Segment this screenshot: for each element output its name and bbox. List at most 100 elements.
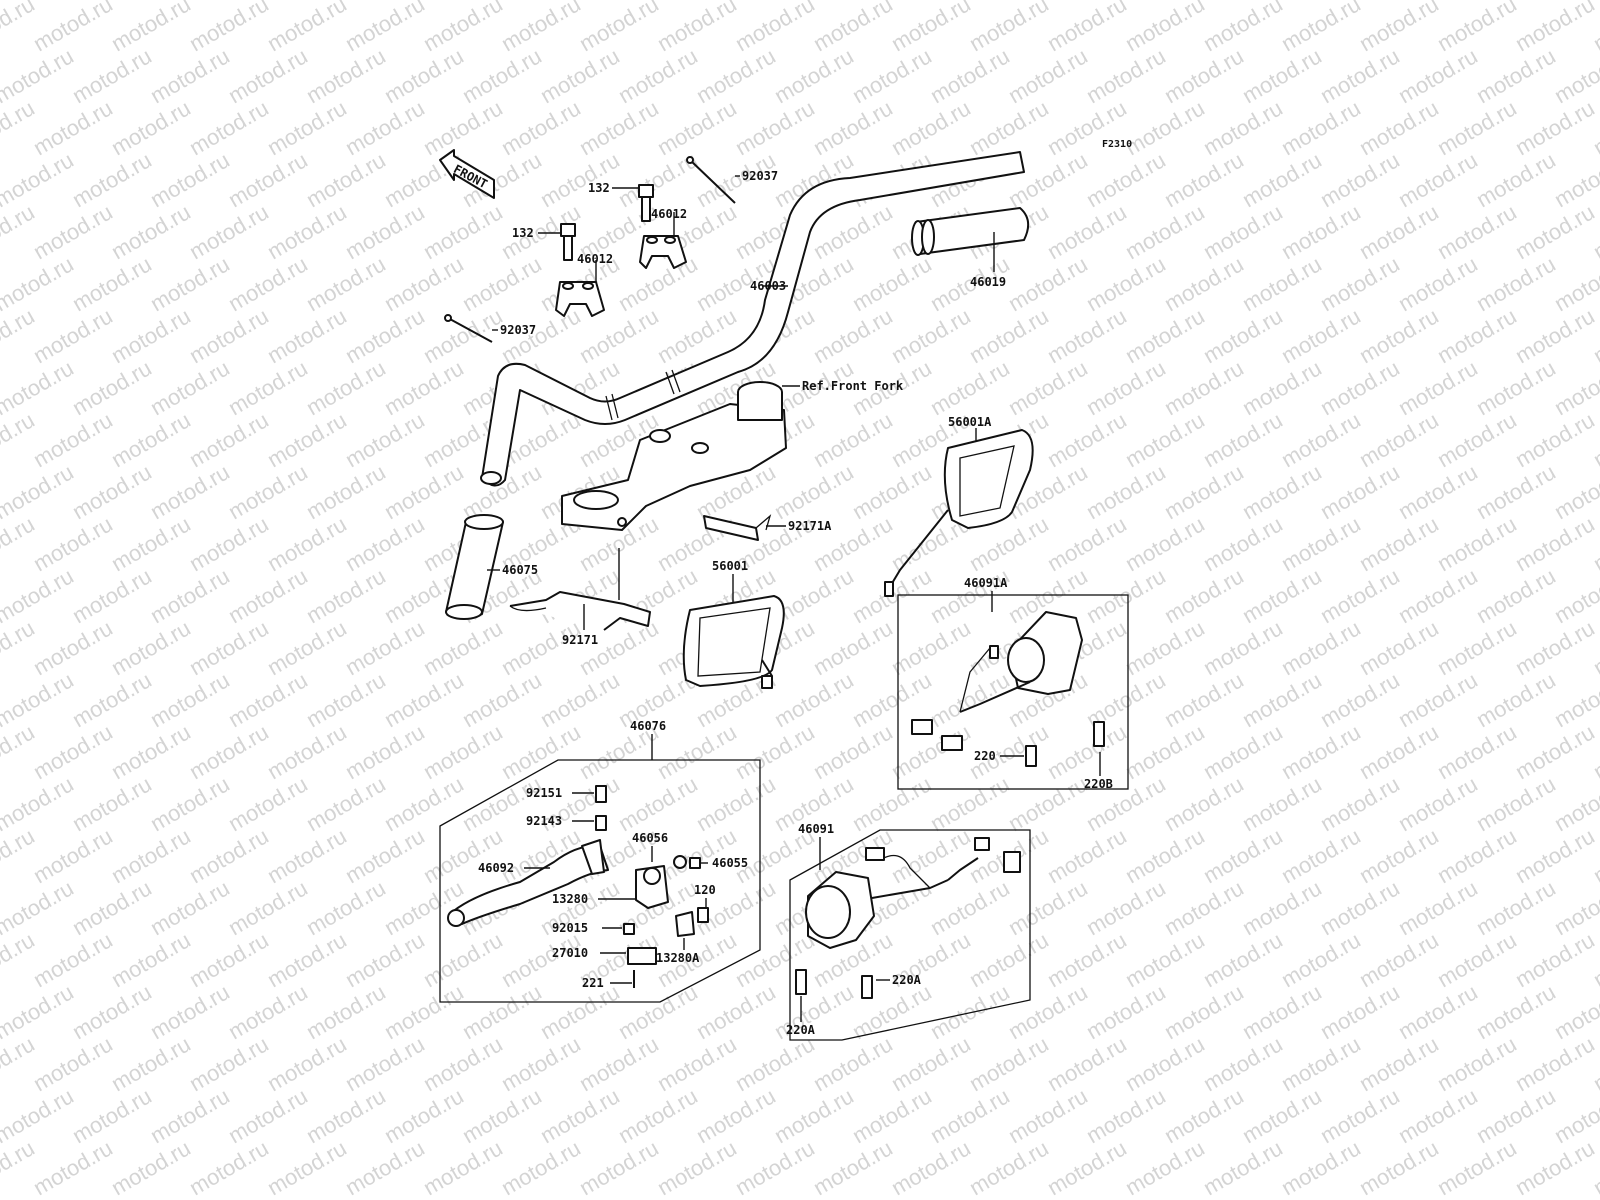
- watermark-text: motod.ru: [653, 1135, 741, 1200]
- watermark-text: motod.ru: [29, 615, 117, 680]
- watermark-text: motod.ru: [1160, 251, 1248, 316]
- watermark-text: motod.ru: [770, 459, 858, 524]
- label-grip-left: 46075: [502, 563, 538, 577]
- watermark-text: motod.ru: [341, 719, 429, 784]
- watermark-text: motod.ru: [1238, 1083, 1326, 1148]
- watermark-text: motod.ru: [1238, 563, 1326, 628]
- watermark-text: motod.ru: [1199, 199, 1287, 264]
- watermark-text: motod.ru: [1355, 95, 1443, 160]
- label-holder-13280: 13280: [552, 892, 588, 906]
- watermark-text: motod.ru: [68, 979, 156, 1044]
- watermark-text: motod.ru: [302, 667, 390, 732]
- lever-assy-drawing: [447, 785, 709, 988]
- watermark-text: motod.ru: [653, 0, 741, 56]
- watermark-text: motod.ru: [614, 979, 702, 1044]
- watermark-text: motod.ru: [1550, 355, 1600, 420]
- label-switch-27010: 27010: [552, 946, 588, 960]
- watermark-text: motod.ru: [1433, 511, 1521, 576]
- watermark-text: motod.ru: [536, 147, 624, 212]
- watermark-text: motod.ru: [380, 1083, 468, 1148]
- watermark-text: motod.ru: [1277, 927, 1365, 992]
- label-lever-46092: 46092: [478, 861, 514, 875]
- label-grip-right: 46019: [970, 275, 1006, 289]
- watermark-text: motod.ru: [1316, 771, 1404, 836]
- watermark-text: motod.ru: [302, 459, 390, 524]
- watermark-text: motod.ru: [1238, 875, 1326, 940]
- watermark-text: motod.ru: [1316, 875, 1404, 940]
- watermark-text: motod.ru: [380, 355, 468, 420]
- watermark-text: motod.ru: [380, 667, 468, 732]
- watermark-text: motod.ru: [1043, 823, 1131, 888]
- watermark-text: motod.ru: [731, 0, 819, 56]
- watermark-text: motod.ru: [224, 979, 312, 1044]
- watermark-text: motod.ru: [1277, 199, 1365, 264]
- watermark-text: motod.ru: [1433, 1031, 1521, 1096]
- watermark-text: motod.ru: [1160, 563, 1248, 628]
- watermark-text: motod.ru: [1472, 43, 1560, 108]
- watermark-text: motod.ru: [809, 615, 897, 680]
- watermark-text: motod.ru: [224, 43, 312, 108]
- watermark-text: motod.ru: [1043, 95, 1131, 160]
- watermark-text: motod.ru: [263, 615, 351, 680]
- watermark-text: motod.ru: [1121, 1135, 1209, 1200]
- watermark-text: motod.ru: [1472, 1083, 1560, 1148]
- watermark-text: motod.ru: [887, 95, 975, 160]
- bolt-left-drawing: [560, 223, 576, 261]
- watermark-text: motod.ru: [536, 1083, 624, 1148]
- watermark-text: motod.ru: [146, 667, 234, 732]
- label-bracket-92171: 92171: [562, 633, 598, 647]
- watermark-text: motod.ru: [302, 355, 390, 420]
- watermark-text: motod.ru: [1082, 979, 1170, 1044]
- watermark-text: motod.ru: [692, 43, 780, 108]
- watermark-text: motod.ru: [29, 0, 117, 56]
- watermark-text: motod.ru: [926, 43, 1014, 108]
- watermark-text: motod.ru: [419, 1135, 507, 1200]
- watermark-text: motod.ru: [536, 667, 624, 732]
- label-bracket-92171a: 92171A: [788, 519, 832, 533]
- watermark-text: motod.ru: [965, 927, 1053, 992]
- watermark-text: motod.ru: [341, 927, 429, 992]
- watermark-text: motod.ru: [107, 1031, 195, 1096]
- watermark-text: motod.ru: [1472, 563, 1560, 628]
- watermark-text: motod.ru: [1082, 875, 1170, 940]
- watermark-text: motod.ru: [1472, 667, 1560, 732]
- watermark-text: motod.ru: [380, 459, 468, 524]
- watermark-text: motod.ru: [1160, 147, 1248, 212]
- watermark-text: motod.ru: [1277, 0, 1365, 56]
- watermark-text: motod.ru: [1043, 1135, 1131, 1200]
- watermark-text: motod.ru: [380, 875, 468, 940]
- watermark-text: motod.ru: [68, 147, 156, 212]
- watermark-text: motod.ru: [185, 303, 273, 368]
- watermark-text: motod.ru: [1277, 615, 1365, 680]
- watermark-text: motod.ru: [1043, 303, 1131, 368]
- label-bolt-132-right: 132: [588, 181, 610, 195]
- label-clamp-46012-right: 46012: [651, 207, 687, 221]
- handlebar-drawing: [480, 151, 1025, 487]
- watermark-text: motod.ru: [107, 823, 195, 888]
- watermark-text: motod.ru: [29, 927, 117, 992]
- watermark-text: motod.ru: [1277, 511, 1365, 576]
- watermark-text: motod.ru: [1472, 147, 1560, 212]
- watermark-text: motod.ru: [341, 823, 429, 888]
- watermark-text: motod.ru: [419, 199, 507, 264]
- watermark-text: motod.ru: [1121, 719, 1209, 784]
- grip-left-drawing: [445, 514, 504, 620]
- watermark-text: motod.ru: [341, 95, 429, 160]
- watermark-text: motod.ru: [1472, 459, 1560, 524]
- watermark-text: motod.ru: [1043, 199, 1131, 264]
- watermark-text: motod.ru: [1004, 875, 1092, 940]
- switch-left-drawing: [795, 837, 1021, 999]
- watermark-text: motod.ru: [1238, 459, 1326, 524]
- watermark-text: motod.ru: [1355, 1031, 1443, 1096]
- watermark-text: motod.ru: [146, 355, 234, 420]
- watermark-text: motod.ru: [224, 147, 312, 212]
- watermark-text: motod.ru: [263, 0, 351, 56]
- watermark-text: motod.ru: [107, 1135, 195, 1200]
- grip-right-drawing: [911, 207, 1030, 256]
- watermark-text: motod.ru: [29, 1031, 117, 1096]
- label-clamp-46012-left: 46012: [577, 252, 613, 266]
- figure-code: F2310: [1102, 139, 1132, 150]
- watermark-text: motod.ru: [146, 43, 234, 108]
- upper-bracket-drawing: [561, 381, 787, 531]
- watermark-text: motod.ru: [536, 43, 624, 108]
